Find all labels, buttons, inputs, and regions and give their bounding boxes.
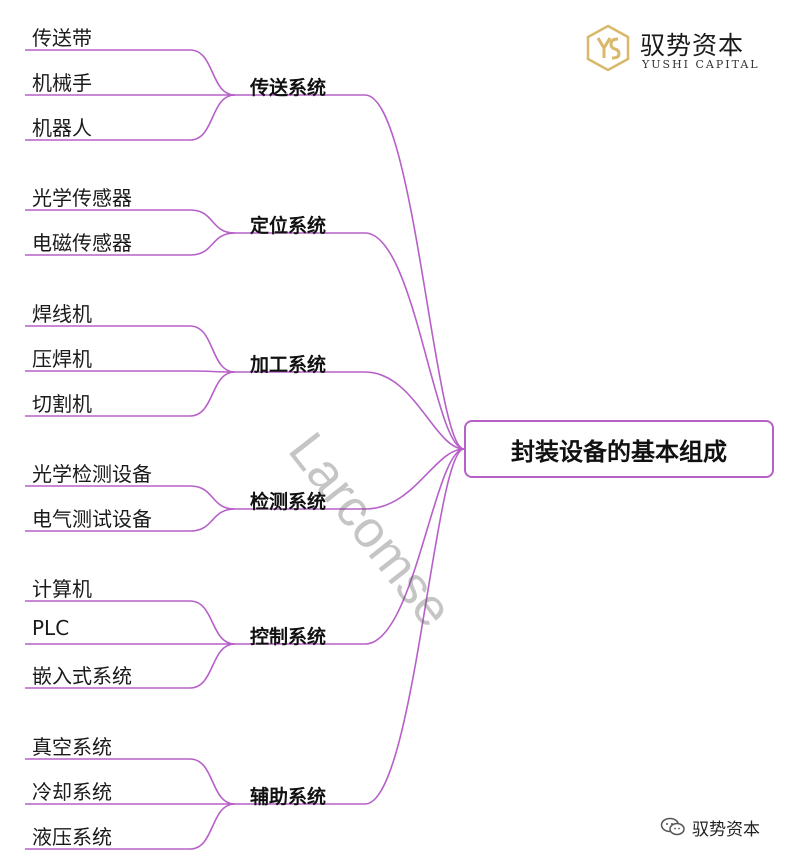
category-label: 辅助系统 [250, 786, 327, 808]
leaf-label: 真空系统 [32, 735, 112, 759]
leaf-label: 切割机 [32, 392, 92, 416]
category-label: 控制系统 [250, 626, 327, 648]
footer-text: 驭势资本 [692, 819, 760, 840]
leaf-label: 液压系统 [32, 825, 112, 849]
leaf-connector [189, 485, 236, 510]
leaf-connector [189, 758, 236, 805]
leaf-label: 嵌入式系统 [32, 664, 132, 688]
logo-name-cn: 驭势资本 [640, 31, 745, 60]
leaf-label: 冷却系统 [32, 780, 112, 804]
leaf-label: 计算机 [32, 577, 92, 601]
wechat-icon [660, 817, 685, 836]
category-connector [364, 448, 465, 645]
leaf-connector [189, 232, 236, 256]
leaf-label: 焊线机 [32, 302, 92, 326]
leaf-connector [189, 803, 236, 850]
category-label: 定位系统 [250, 215, 327, 237]
leaf-connector [189, 643, 236, 689]
leaf-connector [189, 209, 236, 234]
leaf-label: 传送带 [32, 26, 92, 50]
category-label: 传送系统 [250, 77, 327, 99]
leaf-connector [189, 508, 236, 532]
leaf-label: 机械手 [32, 71, 92, 95]
logo: 驭势资本 YUSHI CAPITAL [584, 24, 758, 76]
leaf-label: 光学检测设备 [32, 462, 152, 486]
leaf-connector [189, 49, 236, 96]
category-connector [364, 371, 465, 450]
leaf-label: PLC [32, 616, 70, 640]
leaf-label: 电磁传感器 [32, 231, 132, 255]
leaf-connector [189, 600, 236, 645]
category-connector [364, 448, 465, 510]
leaf-label: 机器人 [32, 116, 92, 140]
root-node: 封装设备的基本组成 [464, 420, 774, 478]
category-connector [364, 232, 465, 450]
root-label: 封装设备的基本组成 [511, 437, 727, 466]
leaf-label: 电气测试设备 [32, 507, 152, 531]
footer-credit: 驭势资本 [660, 816, 760, 840]
yushi-logo-icon [586, 24, 630, 72]
category-label: 检测系统 [250, 491, 327, 513]
leaf-connector [189, 94, 236, 141]
category-connector [364, 448, 465, 805]
logo-name-en: YUSHI CAPITAL [642, 58, 760, 71]
category-label: 加工系统 [250, 354, 327, 376]
leaf-connector [189, 325, 236, 373]
category-connector [364, 94, 465, 450]
leaf-label: 光学传感器 [32, 186, 132, 210]
leaf-label: 压焊机 [32, 347, 92, 371]
leaf-connector [189, 371, 236, 417]
